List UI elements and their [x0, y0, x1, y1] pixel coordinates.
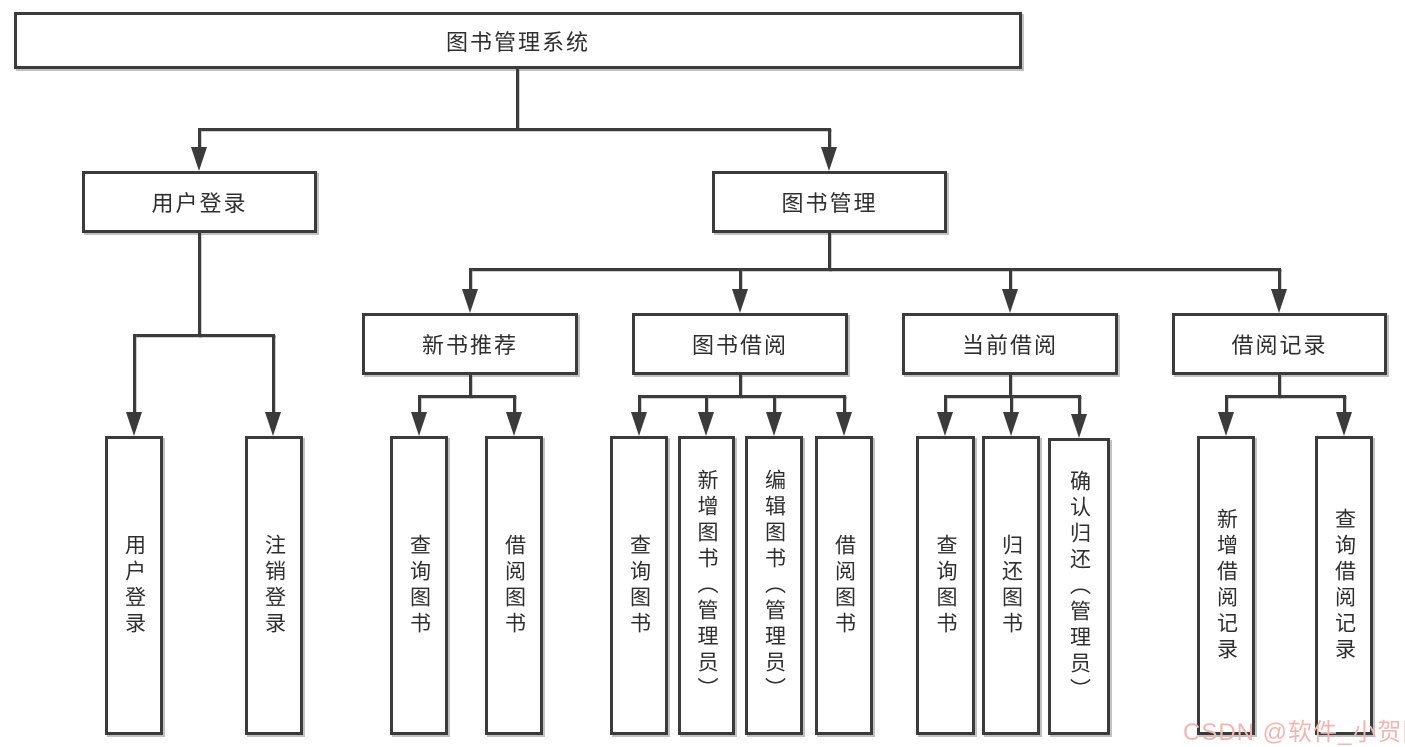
arrowhead-down-icon — [732, 289, 748, 313]
connector-line — [1078, 395, 1081, 414]
connector-line — [1225, 395, 1228, 414]
node-user-login: 用户登录 — [82, 171, 317, 233]
leaf-current-confirm: 确认归还（管理员） — [1048, 438, 1110, 735]
connector-line — [198, 233, 201, 337]
arrowhead-down-icon — [631, 412, 647, 436]
connector-line — [418, 395, 421, 414]
connector-line — [1225, 395, 1346, 398]
node-root-label: 图书管理系统 — [445, 29, 590, 55]
connector-line — [516, 69, 519, 130]
arrowhead-down-icon — [411, 412, 427, 436]
leaf-borrow-borrow-label: 借阅图书 — [832, 533, 856, 638]
connector-line — [773, 395, 776, 414]
node-book-borrow: 图书借阅 — [632, 313, 848, 375]
leaf-logout: 注销登录 — [245, 436, 303, 735]
arrowhead-down-icon — [1271, 289, 1287, 313]
connector-line — [638, 395, 641, 414]
node-book-management: 图书管理 — [712, 171, 947, 233]
connector-line — [739, 268, 742, 291]
arrowhead-down-icon — [1336, 412, 1352, 436]
connector-line — [828, 233, 831, 271]
arrowhead-down-icon — [506, 412, 522, 436]
node-current-borrow-label: 当前借阅 — [961, 333, 1058, 358]
arrowhead-down-icon — [265, 412, 281, 436]
node-book-management-label: 图书管理 — [781, 191, 878, 216]
connector-line — [638, 395, 846, 398]
arrowhead-down-icon — [1071, 414, 1087, 438]
leaf-borrow-add: 新增图书（管理员） — [678, 436, 735, 735]
leaf-user-login-label: 用户登录 — [122, 533, 146, 638]
connector-line — [843, 395, 846, 414]
watermark: CSDN @软件_小贺同学 — [1183, 719, 1405, 746]
leaf-logout-label: 注销登录 — [262, 533, 286, 638]
node-new-book-recommend: 新书推荐 — [362, 313, 578, 375]
connector-line — [469, 375, 472, 398]
leaf-records-add-label: 新增借阅记录 — [1214, 507, 1238, 664]
connector-line — [198, 128, 201, 150]
connector-line — [133, 334, 136, 414]
node-root: 图书管理系统 — [14, 12, 1022, 69]
arrowhead-down-icon — [1002, 289, 1018, 313]
connector-line — [1010, 395, 1013, 414]
node-user-login-label: 用户登录 — [151, 191, 248, 216]
leaf-current-return-label: 归还图书 — [999, 533, 1023, 638]
connector-line — [133, 334, 275, 337]
leaf-newbook-borrow: 借阅图书 — [485, 436, 543, 735]
connector-line — [828, 128, 831, 150]
arrowhead-down-icon — [937, 412, 953, 436]
node-borrow-records-label: 借阅记录 — [1231, 333, 1328, 358]
arrowhead-down-icon — [821, 147, 837, 171]
connector-line — [513, 395, 516, 414]
leaf-borrow-edit: 编辑图书（管理员） — [745, 436, 803, 735]
leaf-borrow-query-label: 查询图书 — [627, 533, 651, 638]
node-book-borrow-label: 图书借阅 — [691, 333, 788, 358]
leaf-current-confirm-label: 确认归还（管理员） — [1067, 469, 1091, 704]
arrowhead-down-icon — [1218, 412, 1234, 436]
connector-line — [1343, 395, 1346, 414]
connector-line — [1009, 268, 1012, 291]
leaf-current-query-label: 查询图书 — [934, 533, 958, 638]
leaf-user-login: 用户登录 — [105, 436, 163, 735]
arrowhead-down-icon — [836, 412, 852, 436]
connector-line — [705, 395, 708, 414]
arrowhead-down-icon — [766, 412, 782, 436]
connector-line — [272, 334, 275, 414]
node-new-book-recommend-label: 新书推荐 — [421, 333, 518, 358]
arrowhead-down-icon — [698, 412, 714, 436]
leaf-records-query-label: 查询借阅记录 — [1332, 507, 1356, 664]
arrowhead-down-icon — [462, 289, 478, 313]
leaf-borrow-add-label: 新增图书（管理员） — [695, 468, 719, 703]
leaf-newbook-borrow-label: 借阅图书 — [502, 533, 526, 638]
leaf-borrow-edit-label: 编辑图书（管理员） — [762, 468, 786, 703]
arrowhead-down-icon — [126, 412, 142, 436]
leaf-records-add: 新增借阅记录 — [1197, 436, 1255, 735]
connector-line — [1278, 268, 1281, 291]
node-borrow-records: 借阅记录 — [1172, 313, 1387, 375]
leaf-borrow-borrow: 借阅图书 — [815, 436, 873, 735]
connector-line — [198, 128, 831, 131]
connector-line — [1278, 375, 1281, 398]
leaf-newbook-query: 查询图书 — [390, 436, 448, 735]
node-current-borrow: 当前借阅 — [902, 313, 1118, 375]
connector-line — [944, 395, 947, 414]
connector-line — [469, 268, 1281, 271]
connector-line — [469, 268, 472, 291]
arrowhead-down-icon — [1003, 412, 1019, 436]
leaf-records-query: 查询借阅记录 — [1315, 436, 1373, 735]
connector-line — [418, 395, 516, 398]
arrowhead-down-icon — [191, 147, 207, 171]
leaf-current-return: 归还图书 — [982, 436, 1040, 735]
leaf-current-query: 查询图书 — [916, 436, 975, 735]
leaf-newbook-query-label: 查询图书 — [407, 533, 431, 638]
connector-line — [739, 375, 742, 398]
leaf-borrow-query: 查询图书 — [610, 436, 668, 735]
connector-line — [1009, 375, 1012, 398]
